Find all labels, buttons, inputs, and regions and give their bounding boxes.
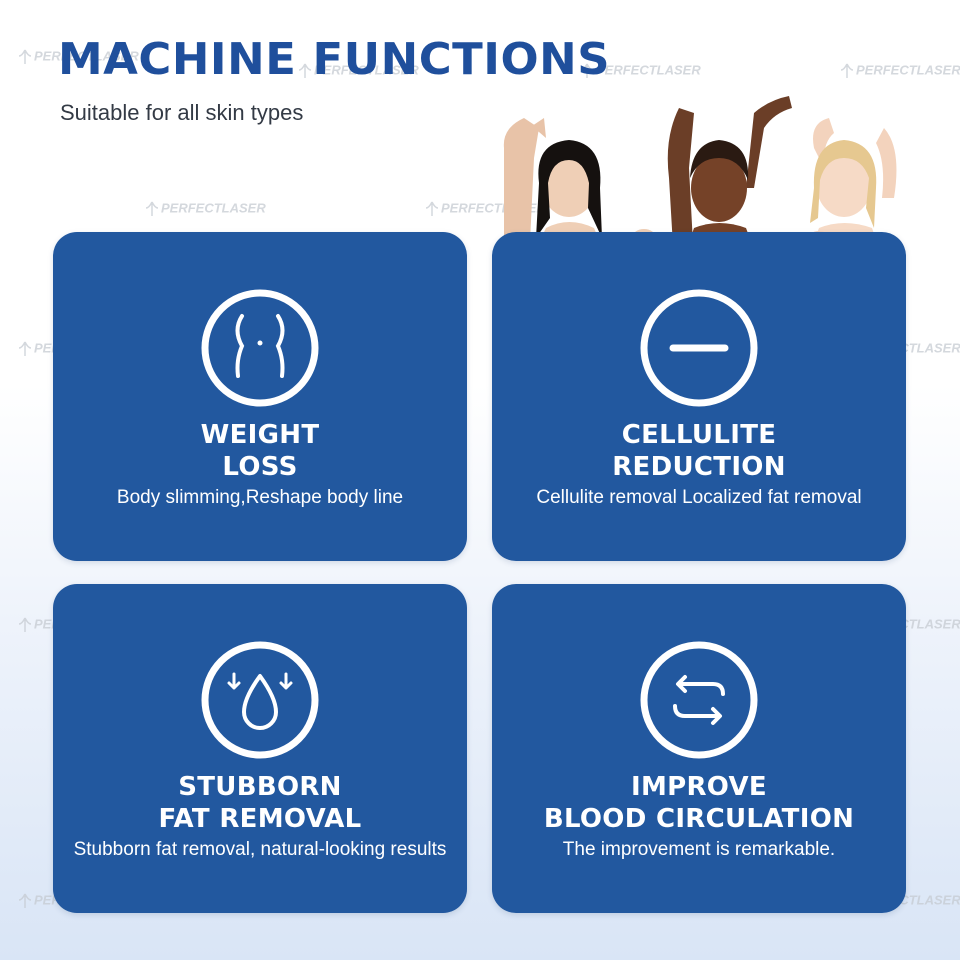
function-card-cellulite-reduction: CELLULITE REDUCTION Cellulite removal Lo… [492, 232, 906, 561]
function-card-stubborn-fat-removal: STUBBORN FAT REMOVAL Stubborn fat remova… [53, 584, 467, 913]
card-title: WEIGHT LOSS [53, 419, 467, 483]
card-title-line: LOSS [222, 452, 298, 482]
card-description: Stubborn fat removal, natural-looking re… [73, 839, 447, 860]
card-title-line: WEIGHT [200, 420, 320, 450]
minus-icon [640, 289, 758, 407]
watermark-logo: PERFECTLASER [145, 200, 266, 218]
card-title-line: IMPROVE [630, 772, 767, 802]
card-description: Body slimming,Reshape body line [116, 487, 404, 508]
fat-drop-icon [201, 641, 319, 759]
waist-body-icon [201, 289, 319, 407]
card-title: STUBBORN FAT REMOVAL [53, 771, 467, 835]
page-title: MACHINE FUNCTIONS [58, 34, 611, 85]
function-card-weight-loss: WEIGHT LOSS Body slimming,Reshape body l… [53, 232, 467, 561]
function-card-improve-blood-circulation: IMPROVE BLOOD CIRCULATION The improvemen… [492, 584, 906, 913]
card-title-line: REDUCTION [612, 452, 786, 482]
card-description: The improvement is remarkable. [562, 839, 836, 860]
page-subtitle: Suitable for all skin types [60, 100, 304, 125]
watermark-logo: PERFECTLASER [840, 62, 960, 80]
circulation-arrows-icon [640, 641, 758, 759]
card-title-line: STUBBORN [178, 772, 342, 802]
card-title-line: BLOOD CIRCULATION [543, 804, 855, 834]
card-title: CELLULITE REDUCTION [492, 419, 906, 483]
card-title-line: FAT REMOVAL [158, 804, 362, 834]
card-description: Cellulite removal Localized fat removal [536, 487, 862, 508]
card-title: IMPROVE BLOOD CIRCULATION [492, 771, 906, 835]
card-title-line: CELLULITE [621, 420, 777, 450]
